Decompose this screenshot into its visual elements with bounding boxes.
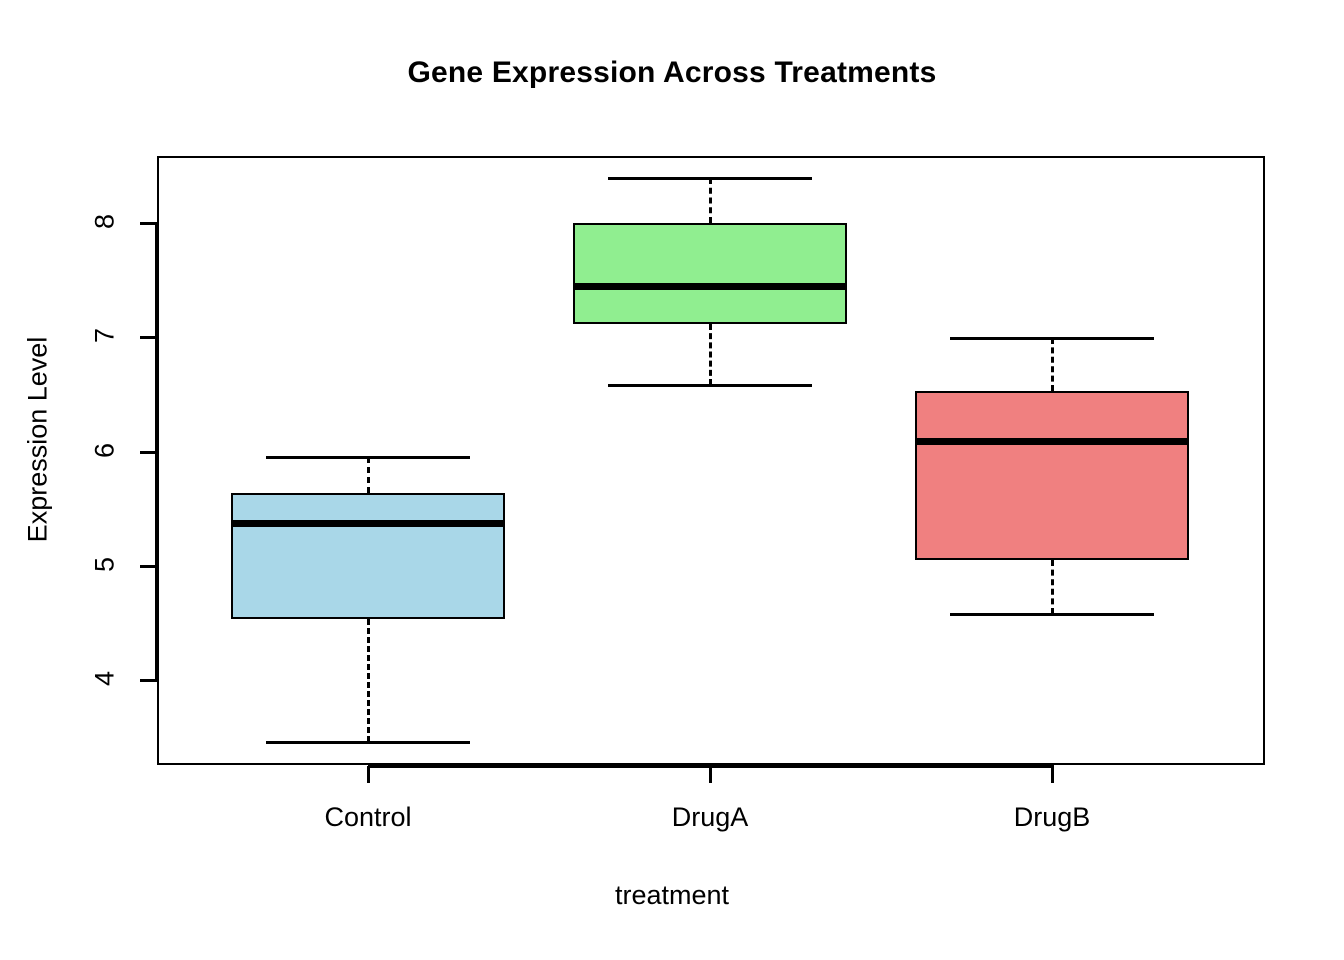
median-druga — [573, 282, 847, 290]
y-tick-label-5: 5 — [89, 556, 120, 572]
x-tick-control — [367, 766, 370, 783]
whisker-upper-druga — [709, 178, 712, 223]
whisker-cap-lower-druga — [608, 384, 812, 388]
whisker-cap-upper-control — [266, 456, 470, 460]
whisker-cap-upper-drugb — [950, 337, 1154, 341]
y-tick-label-7: 7 — [89, 328, 120, 344]
x-tick-druga — [709, 766, 712, 783]
whisker-lower-drugb — [1051, 560, 1054, 614]
box-control[interactable] — [231, 492, 505, 620]
median-drugb — [915, 438, 1189, 446]
box-drugb[interactable] — [915, 390, 1189, 561]
y-tick-5 — [140, 564, 157, 568]
median-control — [231, 520, 505, 528]
x-tick-drugb — [1051, 766, 1054, 783]
whisker-upper-drugb — [1051, 338, 1054, 391]
y-tick-7 — [140, 336, 157, 340]
box-druga[interactable] — [573, 223, 847, 324]
whisker-upper-control — [367, 457, 370, 493]
whisker-cap-lower-drugb — [950, 612, 1154, 616]
y-tick-label-6: 6 — [89, 442, 120, 458]
whisker-lower-control — [367, 619, 370, 742]
y-tick-8 — [140, 222, 157, 225]
whisker-cap-lower-control — [266, 740, 470, 744]
whisker-lower-druga — [709, 323, 712, 386]
x-tick-label-drugb: DrugB — [1013, 802, 1091, 832]
y-tick-label-8: 8 — [89, 213, 120, 230]
y-tick-label-4: 4 — [89, 670, 120, 687]
chart-title: Gene Expression Across Treatments — [407, 56, 937, 89]
y-axis-title: Expression Level — [22, 336, 53, 543]
x-tick-label-druga: DrugA — [671, 802, 749, 832]
x-axis-title: treatment — [614, 880, 730, 910]
y-tick-4 — [140, 679, 157, 682]
y-tick-6 — [140, 450, 157, 454]
x-tick-label-control: Control — [324, 802, 412, 832]
whisker-cap-upper-druga — [608, 177, 812, 181]
